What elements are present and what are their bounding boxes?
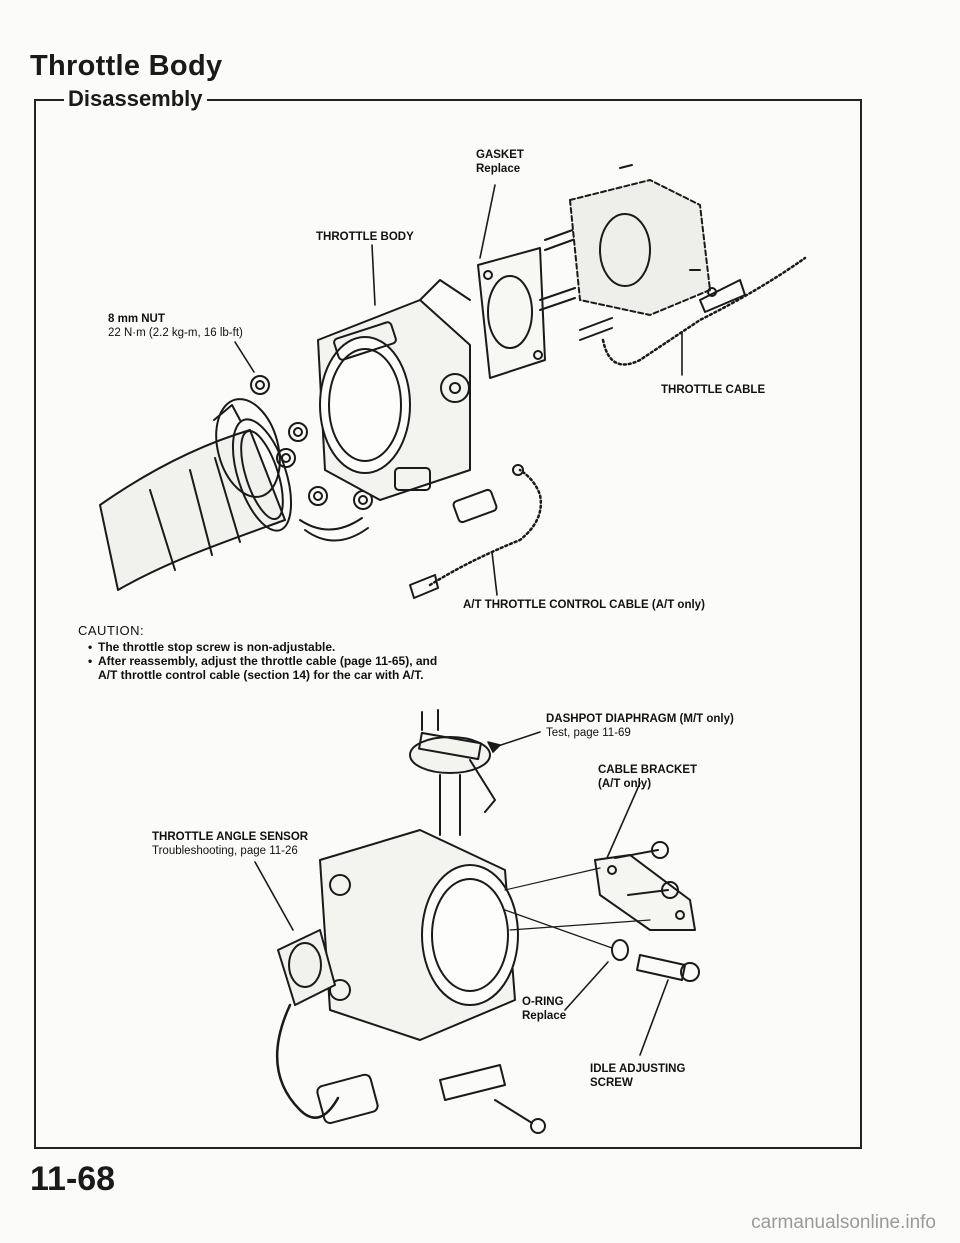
label-tas-note: Troubleshooting, page 11-26 bbox=[152, 845, 298, 857]
bottom-screw bbox=[494, 1099, 546, 1134]
idle-screw-drawing bbox=[636, 954, 700, 982]
label-idle-screw-line2: SCREW bbox=[590, 1077, 633, 1089]
label-o-ring: O-RING Replace bbox=[522, 995, 566, 1023]
diagram-frame bbox=[34, 99, 862, 1149]
nut-group bbox=[250, 375, 373, 510]
caution-box: CAUTION: The throttle stop screw is non-… bbox=[78, 623, 458, 683]
leader-lines-top bbox=[234, 184, 683, 596]
throttle-cable-drawing bbox=[601, 256, 807, 366]
label-gasket: GASKET Replace bbox=[476, 148, 524, 176]
label-oring-note: Replace bbox=[522, 1010, 567, 1022]
throttle-body-bottom bbox=[319, 829, 519, 1041]
leader-lines-bottom bbox=[254, 731, 669, 1056]
intake-manifold bbox=[569, 164, 711, 316]
label-nut-text: 8 mm NUT bbox=[108, 313, 165, 325]
page-number: 11-68 bbox=[30, 1160, 116, 1198]
label-at-throttle-control-cable: A/T THROTTLE CONTROL CABLE (A/T only) bbox=[463, 599, 705, 611]
alignment-lines bbox=[504, 867, 651, 949]
label-nut: 8 mm NUT 22 N·m (2.2 kg-m, 16 lb-ft) bbox=[108, 312, 243, 340]
tas-drawing bbox=[275, 929, 379, 1124]
label-gasket-text: GASKET bbox=[476, 149, 524, 161]
at-cable-drawing bbox=[409, 464, 543, 599]
caution-list: The throttle stop screw is non-adjustabl… bbox=[78, 640, 458, 682]
label-dashpot-diaphragm: DASHPOT DIAPHRAGM (M/T only) Test, page … bbox=[546, 712, 734, 740]
label-tas-text: THROTTLE ANGLE SENSOR bbox=[152, 831, 309, 843]
label-idle-adjusting-screw: IDLE ADJUSTING SCREW bbox=[590, 1062, 685, 1090]
oring-drawing bbox=[611, 939, 629, 961]
label-oring-text: O-RING bbox=[522, 996, 564, 1008]
label-dashpot-note: Test, page 11-69 bbox=[546, 727, 631, 739]
caution-item: The throttle stop screw is non-adjustabl… bbox=[88, 640, 458, 654]
studs bbox=[539, 227, 613, 341]
label-gasket-note: Replace bbox=[476, 163, 521, 175]
cable-bracket-drawing bbox=[594, 841, 696, 931]
label-nut-torque: 22 N·m (2.2 kg-m, 16 lb-ft) bbox=[108, 327, 243, 339]
watermark[interactable]: carmanualsonline.info bbox=[751, 1212, 936, 1233]
label-throttle-angle-sensor: THROTTLE ANGLE SENSOR Troubleshooting, p… bbox=[152, 830, 308, 858]
label-cable-bracket-text: CABLE BRACKET bbox=[598, 764, 698, 776]
page-title: Throttle Body bbox=[30, 50, 223, 82]
hose-clamp bbox=[213, 398, 281, 498]
caution-item: After reassembly, adjust the throttle ca… bbox=[88, 654, 458, 682]
dashpot-drawing bbox=[409, 709, 496, 836]
caution-heading: CAUTION: bbox=[78, 623, 145, 638]
intake-duct bbox=[99, 418, 293, 591]
label-dashpot-text: DASHPOT DIAPHRAGM (M/T only) bbox=[546, 713, 734, 725]
throttle-body-top bbox=[317, 279, 471, 501]
label-idle-screw-line1: IDLE ADJUSTING bbox=[590, 1063, 686, 1075]
label-cable-bracket-note: (A/T only) bbox=[598, 778, 652, 790]
label-throttle-cable: THROTTLE CABLE bbox=[661, 384, 766, 396]
bottom-bracket bbox=[439, 1064, 506, 1101]
label-cable-bracket: CABLE BRACKET (A/T only) bbox=[598, 763, 697, 791]
label-throttle-body: THROTTLE BODY bbox=[316, 231, 414, 243]
gasket-top bbox=[477, 247, 546, 379]
section-title: Disassembly bbox=[64, 86, 207, 112]
vacuum-hose bbox=[299, 517, 369, 542]
